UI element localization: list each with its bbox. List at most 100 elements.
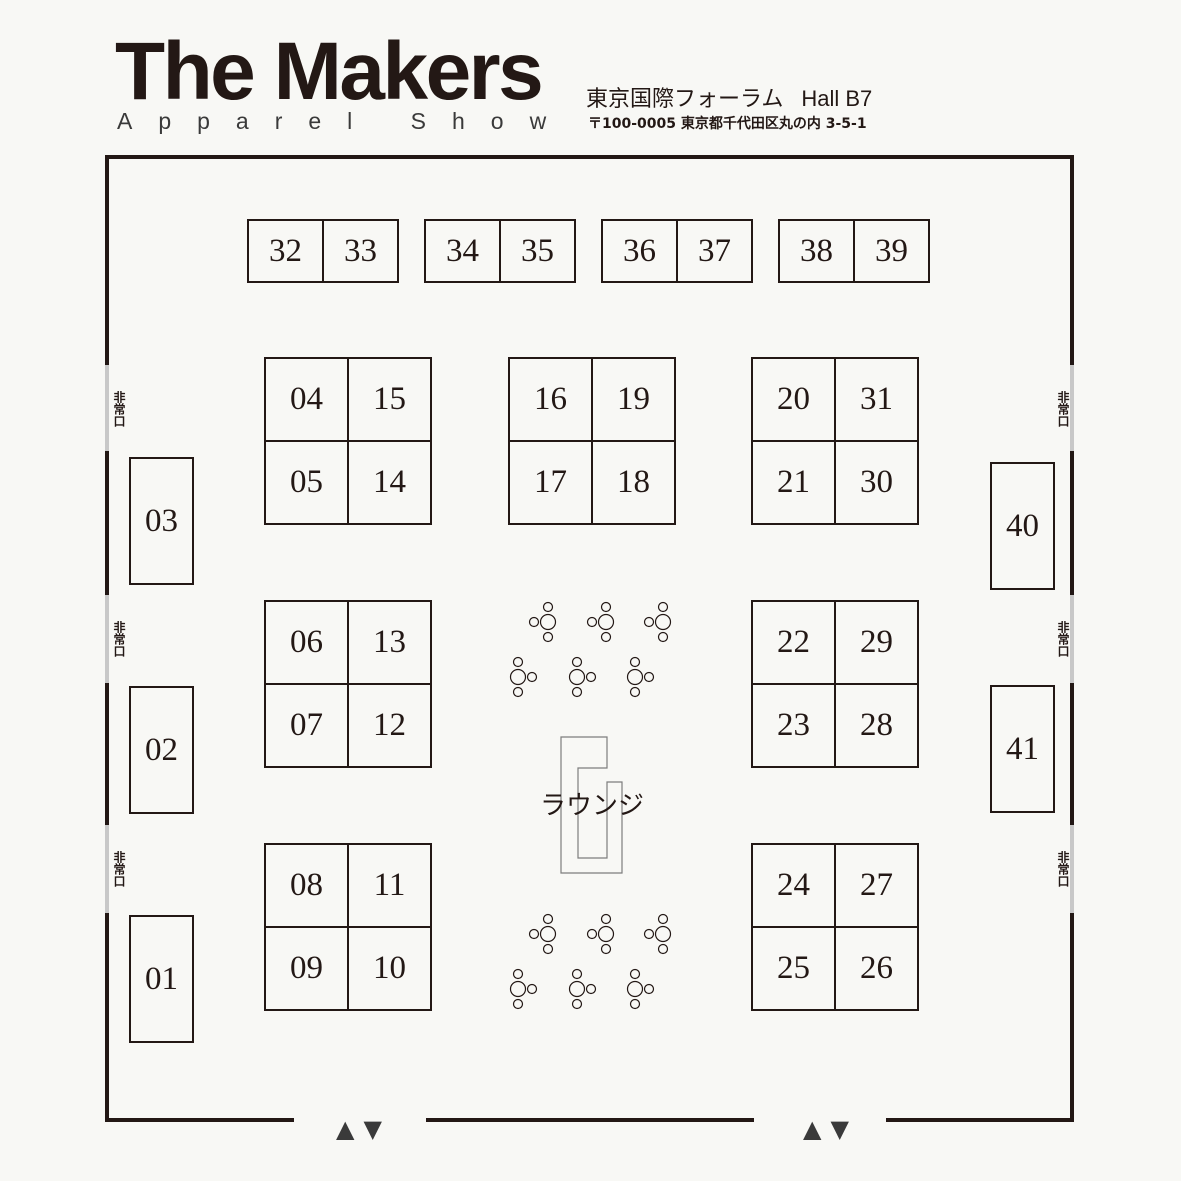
venue-line: 東京国際フォーラム Hall B7 xyxy=(586,86,872,113)
table-with-chairs-icon xyxy=(568,656,597,698)
lounge-chair xyxy=(600,631,612,643)
table-with-chairs-icon xyxy=(643,913,672,955)
hall-name: Hall B7 xyxy=(801,86,873,111)
booth-09: 09 xyxy=(264,926,349,1011)
lounge-chair xyxy=(657,631,669,643)
emergency-exit-label: 非常口 xyxy=(1056,391,1070,427)
lounge-label: ラウンジ xyxy=(539,791,644,821)
booth-25: 25 xyxy=(751,926,836,1011)
lounge-table xyxy=(654,925,672,943)
lounge-table xyxy=(568,980,586,998)
booth-14: 14 xyxy=(347,440,432,525)
table-with-chairs-icon xyxy=(509,656,538,698)
lounge-table xyxy=(539,613,557,631)
booth-31: 31 xyxy=(834,357,919,442)
booth-17: 17 xyxy=(508,440,593,525)
booth-21: 21 xyxy=(751,440,836,525)
lounge-table xyxy=(654,613,672,631)
lounge-chair xyxy=(571,998,583,1010)
lounge-furniture xyxy=(509,601,672,1010)
booth-19: 19 xyxy=(591,357,676,442)
lounge-chair xyxy=(643,928,655,940)
venue-name: 東京国際フォーラム xyxy=(586,87,784,112)
venue-address: 〒100-0005 東京都千代田区丸の内 3-5-1 xyxy=(588,116,867,132)
lounge-chair xyxy=(542,631,554,643)
lounge-chair xyxy=(657,601,669,613)
booth-04: 04 xyxy=(264,357,349,442)
emergency-exit-label: 非常口 xyxy=(1056,851,1070,887)
booth-10: 10 xyxy=(347,926,432,1011)
lounge-chair xyxy=(586,928,598,940)
booth-30: 30 xyxy=(834,440,919,525)
lounge-chair xyxy=(512,686,524,698)
lounge-chair xyxy=(629,686,641,698)
lounge-chair xyxy=(542,943,554,955)
booth-22: 22 xyxy=(751,600,836,685)
booth-08: 08 xyxy=(264,843,349,928)
booth-24: 24 xyxy=(751,843,836,928)
show-subtitle: Apparel Show xyxy=(117,108,573,134)
booth-26: 26 xyxy=(834,926,919,1011)
lounge-chair xyxy=(526,983,538,995)
lounge-chair xyxy=(542,601,554,613)
emergency-exit-label: 非常口 xyxy=(112,621,126,657)
lounge-chair xyxy=(643,671,655,683)
booth-36: 36 xyxy=(601,219,678,283)
lounge-chair xyxy=(571,968,583,980)
lounge-chair xyxy=(585,671,597,683)
booth-32: 32 xyxy=(247,219,324,283)
table-with-chairs-icon xyxy=(586,913,615,955)
lounge-chair xyxy=(586,616,598,628)
lounge-chair xyxy=(512,656,524,668)
table-with-chairs-icon xyxy=(626,656,655,698)
lounge-table xyxy=(509,668,527,686)
lounge-chair xyxy=(600,601,612,613)
lounge-chair xyxy=(600,913,612,925)
lounge-chair xyxy=(526,671,538,683)
booth-05: 05 xyxy=(264,440,349,525)
booth-18: 18 xyxy=(591,440,676,525)
lounge-table xyxy=(568,668,586,686)
booth-13: 13 xyxy=(347,600,432,685)
emergency-exit-label: 非常口 xyxy=(112,851,126,887)
booth-11: 11 xyxy=(347,843,432,928)
lounge-chair xyxy=(571,656,583,668)
lounge-chair xyxy=(512,968,524,980)
booth-34: 34 xyxy=(424,219,501,283)
emergency-exit-label: 非常口 xyxy=(1056,621,1070,657)
lounge-table xyxy=(539,925,557,943)
lounge-chair xyxy=(542,913,554,925)
booth-07: 07 xyxy=(264,683,349,768)
booth-41: 41 xyxy=(990,685,1055,813)
booth-27: 27 xyxy=(834,843,919,928)
booth-28: 28 xyxy=(834,683,919,768)
lounge-chair xyxy=(512,998,524,1010)
lounge-chair xyxy=(643,983,655,995)
booth-40: 40 xyxy=(990,462,1055,590)
table-with-chairs-icon xyxy=(509,968,538,1010)
lounge-table xyxy=(626,980,644,998)
booth-02: 02 xyxy=(129,686,194,814)
table-with-chairs-icon xyxy=(643,601,672,643)
lounge-chair xyxy=(600,943,612,955)
booth-06: 06 xyxy=(264,600,349,685)
lounge-chair xyxy=(629,968,641,980)
booth-23: 23 xyxy=(751,683,836,768)
booth-03: 03 xyxy=(129,457,194,585)
lounge-chair xyxy=(643,616,655,628)
lounge-table xyxy=(509,980,527,998)
booth-12: 12 xyxy=(347,683,432,768)
lounge-chair xyxy=(528,616,540,628)
emergency-exit-label: 非常口 xyxy=(112,391,126,427)
booth-39: 39 xyxy=(853,219,930,283)
lounge-chair xyxy=(629,656,641,668)
lounge-table xyxy=(597,925,615,943)
booth-29: 29 xyxy=(834,600,919,685)
booth-33: 33 xyxy=(322,219,399,283)
booth-37: 37 xyxy=(676,219,753,283)
lounge-chair xyxy=(528,928,540,940)
booth-35: 35 xyxy=(499,219,576,283)
lounge-chair xyxy=(571,686,583,698)
booth-38: 38 xyxy=(778,219,855,283)
